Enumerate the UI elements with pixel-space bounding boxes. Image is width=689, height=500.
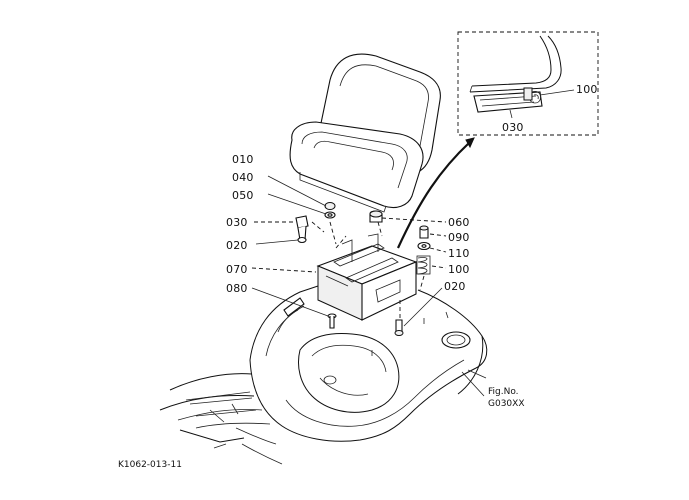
callout-060: 060 xyxy=(448,216,470,229)
figure-number-label: Fig.No. xyxy=(488,387,519,397)
right-fastener-stack xyxy=(416,225,431,275)
callout-020-left: 020 xyxy=(226,239,248,252)
callout-100: 100 xyxy=(448,263,470,276)
inset-detail: 100 030 xyxy=(457,31,599,136)
callout-020-right: 020 xyxy=(444,280,466,293)
callout-labels: 010 040 050 030 020 070 080 060 090 110 … xyxy=(226,153,470,295)
leader-lines xyxy=(251,175,485,397)
bolt-080 xyxy=(327,313,337,329)
callout-040: 040 xyxy=(232,171,254,184)
callout-030: 030 xyxy=(226,216,248,229)
callout-090: 090 xyxy=(448,231,470,244)
detail-arrow xyxy=(397,141,471,249)
inset-callout-030: 030 xyxy=(502,121,524,134)
bolt-left xyxy=(295,215,325,244)
inset-frame xyxy=(457,31,599,136)
callout-110: 110 xyxy=(448,247,470,260)
callout-070: 070 xyxy=(226,263,248,276)
callout-010: 010 xyxy=(232,153,254,166)
bolt-020-right xyxy=(394,300,404,336)
inset-callout-100: 100 xyxy=(576,83,598,96)
callout-080: 080 xyxy=(226,282,248,295)
tractor-fender-body xyxy=(159,285,488,465)
callout-050: 050 xyxy=(232,189,254,202)
knob-060 xyxy=(369,210,383,223)
seat xyxy=(289,53,441,213)
washer-stack xyxy=(324,202,337,245)
reference-code: K1062-013-11 xyxy=(118,460,182,470)
seat-bracket xyxy=(316,221,425,321)
figure-number-code: G030XX xyxy=(488,399,524,409)
